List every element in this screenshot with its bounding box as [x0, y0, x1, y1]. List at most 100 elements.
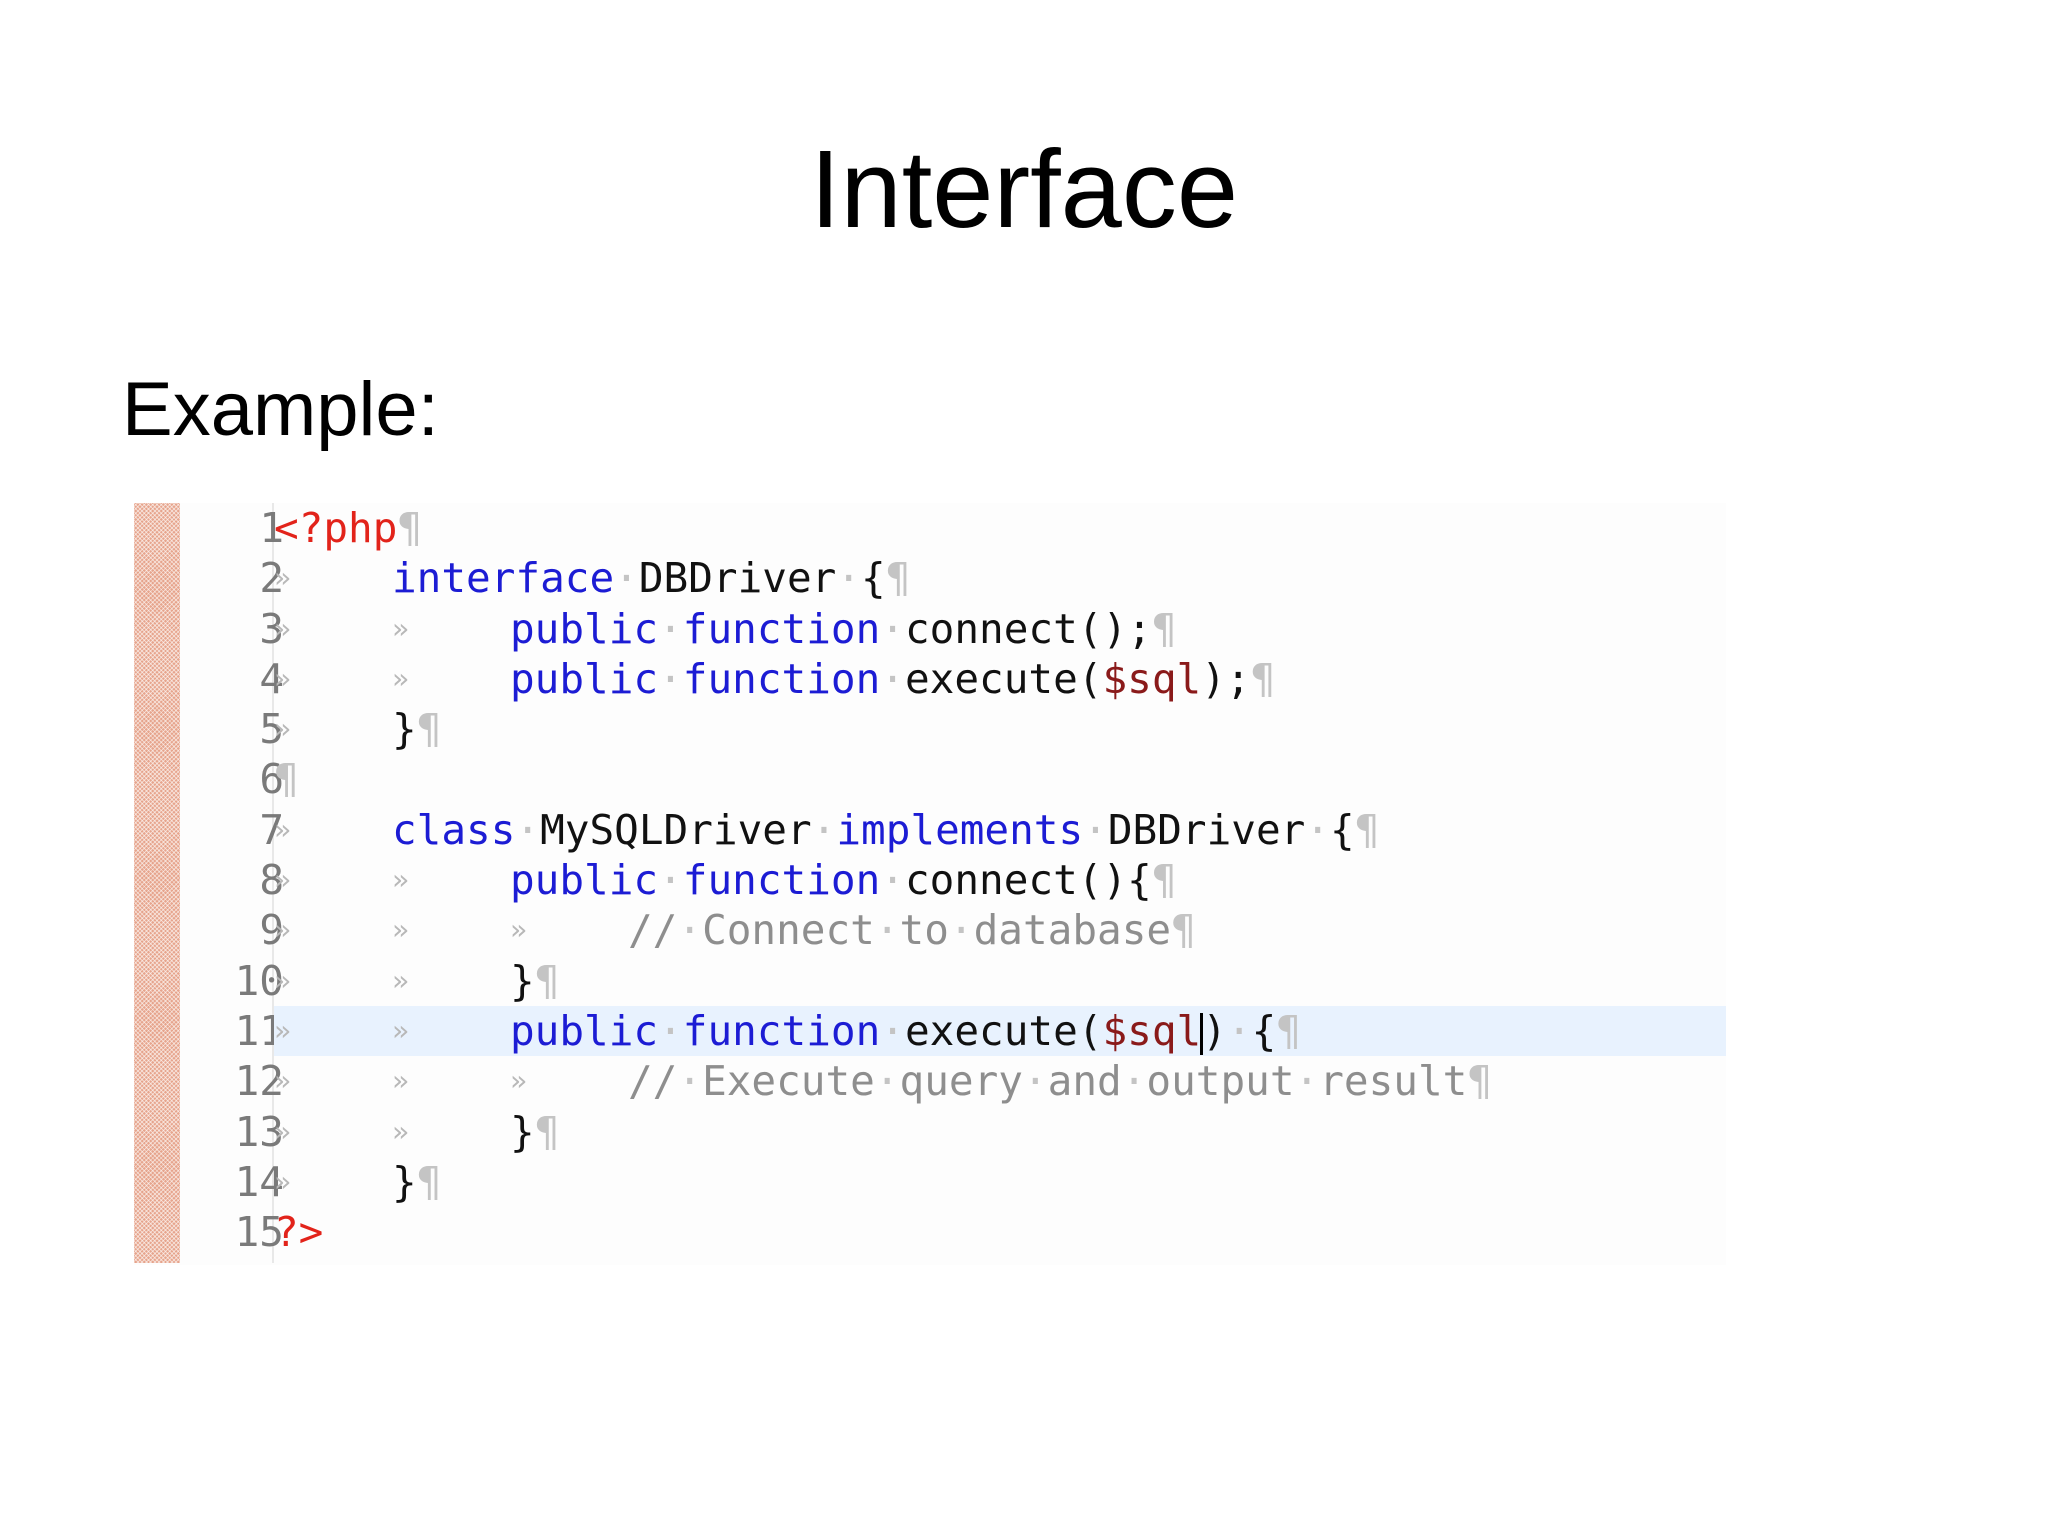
whitespace-marker: ·: [874, 1057, 900, 1106]
tab-marker: »: [274, 611, 291, 645]
keyword: function: [682, 654, 881, 703]
code-text[interactable]: <?php¶: [274, 503, 1726, 553]
php-tag: <?php: [274, 504, 398, 552]
tab-marker: »: [274, 812, 291, 846]
comment: output: [1146, 1057, 1295, 1106]
line-number: 4: [259, 654, 284, 703]
identifier: DBDriver: [638, 554, 837, 603]
code-text[interactable]: »}¶: [274, 1157, 1726, 1207]
line-number: 15: [234, 1208, 284, 1257]
code-text[interactable]: ?>: [274, 1207, 1726, 1257]
variable: $sql: [1102, 654, 1202, 703]
whitespace-marker: ·: [658, 856, 683, 905]
whitespace-marker: ¶: [1276, 1006, 1301, 1055]
code-line[interactable]: 3»»public·function·connect();¶: [134, 604, 1726, 654]
tab-marker: »: [274, 1064, 291, 1098]
whitespace-marker: ¶: [1467, 1057, 1492, 1106]
whitespace-marker: ·: [1294, 1057, 1320, 1106]
code-line[interactable]: 14»}¶: [134, 1157, 1726, 1207]
identifier: }: [510, 956, 535, 1005]
whitespace-marker: ·: [658, 654, 683, 703]
code-line[interactable]: 12»»»//·Execute·query·and·output·result¶: [134, 1056, 1726, 1106]
whitespace-marker: ·: [614, 554, 639, 603]
identifier: execute(: [904, 654, 1103, 703]
code-line[interactable]: 15?>: [134, 1207, 1726, 1257]
line-number: 12: [234, 1057, 284, 1106]
code-text[interactable]: »»}¶: [274, 1107, 1726, 1157]
whitespace-marker: ¶: [534, 1107, 560, 1156]
line-number: 2: [259, 554, 284, 603]
whitespace-marker: ¶: [1171, 906, 1196, 955]
code-line[interactable]: 10»»}¶: [134, 956, 1726, 1006]
variable: $sql: [1102, 1006, 1202, 1055]
identifier: DBDriver: [1107, 805, 1306, 854]
code-text[interactable]: ¶: [274, 754, 1726, 804]
code-text[interactable]: »»}¶: [274, 956, 1726, 1006]
whitespace-marker: ¶: [397, 504, 423, 552]
keyword: function: [682, 604, 881, 653]
whitespace-marker: ·: [836, 554, 862, 603]
identifier: MySQLDriver: [540, 805, 812, 854]
whitespace-marker: ¶: [534, 956, 560, 1005]
tab-marker: »: [392, 1064, 409, 1098]
identifier: {: [861, 554, 886, 603]
comment: to: [899, 906, 949, 955]
code-line[interactable]: 1<?php¶: [134, 503, 1726, 553]
code-line[interactable]: 7»class·MySQLDriver·implements·DBDriver·…: [134, 805, 1726, 855]
whitespace-marker: ·: [948, 906, 974, 955]
keyword: public: [510, 856, 659, 905]
keyword: implements: [836, 805, 1084, 854]
code-text[interactable]: »»»//·Execute·query·and·output·result¶: [274, 1056, 1726, 1106]
code-line[interactable]: 11»»public·function·execute($sql)·{¶: [134, 1005, 1726, 1057]
line-number: 3: [259, 604, 284, 653]
code-line[interactable]: 2»interface·DBDriver·{¶: [134, 553, 1726, 603]
tab-marker: »: [392, 963, 409, 997]
keyword: public: [510, 604, 659, 653]
identifier: }: [392, 1157, 417, 1206]
code-line[interactable]: 8»»public·function·connect(){¶: [134, 855, 1726, 905]
slide-title: Interface: [809, 128, 1239, 251]
tab-marker: »: [274, 913, 291, 947]
code-line[interactable]: 5»}¶: [134, 704, 1726, 754]
whitespace-marker: ·: [1083, 805, 1108, 854]
tab-marker: »: [274, 561, 291, 595]
code-line[interactable]: 6¶: [134, 754, 1726, 804]
line-number: 9: [259, 906, 284, 955]
code-text[interactable]: »»public·function·execute($sql);¶: [274, 654, 1726, 704]
whitespace-marker: ·: [1121, 1057, 1147, 1106]
tab-marker: »: [392, 1013, 409, 1047]
code-text[interactable]: »»public·function·connect(){¶: [274, 855, 1726, 905]
comment: database: [973, 906, 1172, 955]
whitespace-marker: ¶: [274, 755, 299, 804]
code-editor[interactable]: 1<?php¶2»interface·DBDriver·{¶3»»public·…: [134, 503, 1726, 1265]
tab-marker: »: [510, 913, 527, 947]
whitespace-marker: ¶: [1151, 604, 1177, 653]
identifier: {: [1251, 1006, 1277, 1055]
code-text[interactable]: »»public·function·connect();¶: [274, 604, 1726, 654]
code-text[interactable]: »»public·function·execute($sql)·{¶: [274, 1005, 1726, 1057]
identifier: }: [392, 705, 417, 754]
code-line[interactable]: 13»»}¶: [134, 1107, 1726, 1157]
comment: query: [899, 1057, 1023, 1106]
line-number: 7: [259, 805, 284, 854]
whitespace-marker: ·: [677, 906, 703, 955]
code-line[interactable]: 4»»public·function·execute($sql);¶: [134, 654, 1726, 704]
whitespace-marker: ¶: [885, 554, 911, 603]
tab-marker: »: [510, 1064, 527, 1098]
code-text[interactable]: »}¶: [274, 704, 1726, 754]
tab-marker: »: [274, 863, 291, 897]
tab-marker: »: [274, 712, 291, 746]
code-line[interactable]: 9»»»//·Connect·to·database¶: [134, 905, 1726, 955]
text-cursor: [1200, 1012, 1204, 1055]
line-number: 13: [234, 1107, 284, 1156]
whitespace-marker: ·: [811, 805, 837, 854]
whitespace-marker: ¶: [416, 705, 442, 754]
tab-marker: »: [274, 1164, 291, 1198]
whitespace-marker: ·: [880, 604, 905, 653]
code-text[interactable]: »class·MySQLDriver·implements·DBDriver·{…: [274, 805, 1726, 855]
code-text[interactable]: »»»//·Connect·to·database¶: [274, 905, 1726, 955]
code-lines: 1<?php¶2»interface·DBDriver·{¶3»»public·…: [134, 503, 1726, 1257]
whitespace-marker: ¶: [1354, 805, 1380, 854]
keyword: function: [682, 1006, 881, 1055]
code-text[interactable]: »interface·DBDriver·{¶: [274, 553, 1726, 603]
